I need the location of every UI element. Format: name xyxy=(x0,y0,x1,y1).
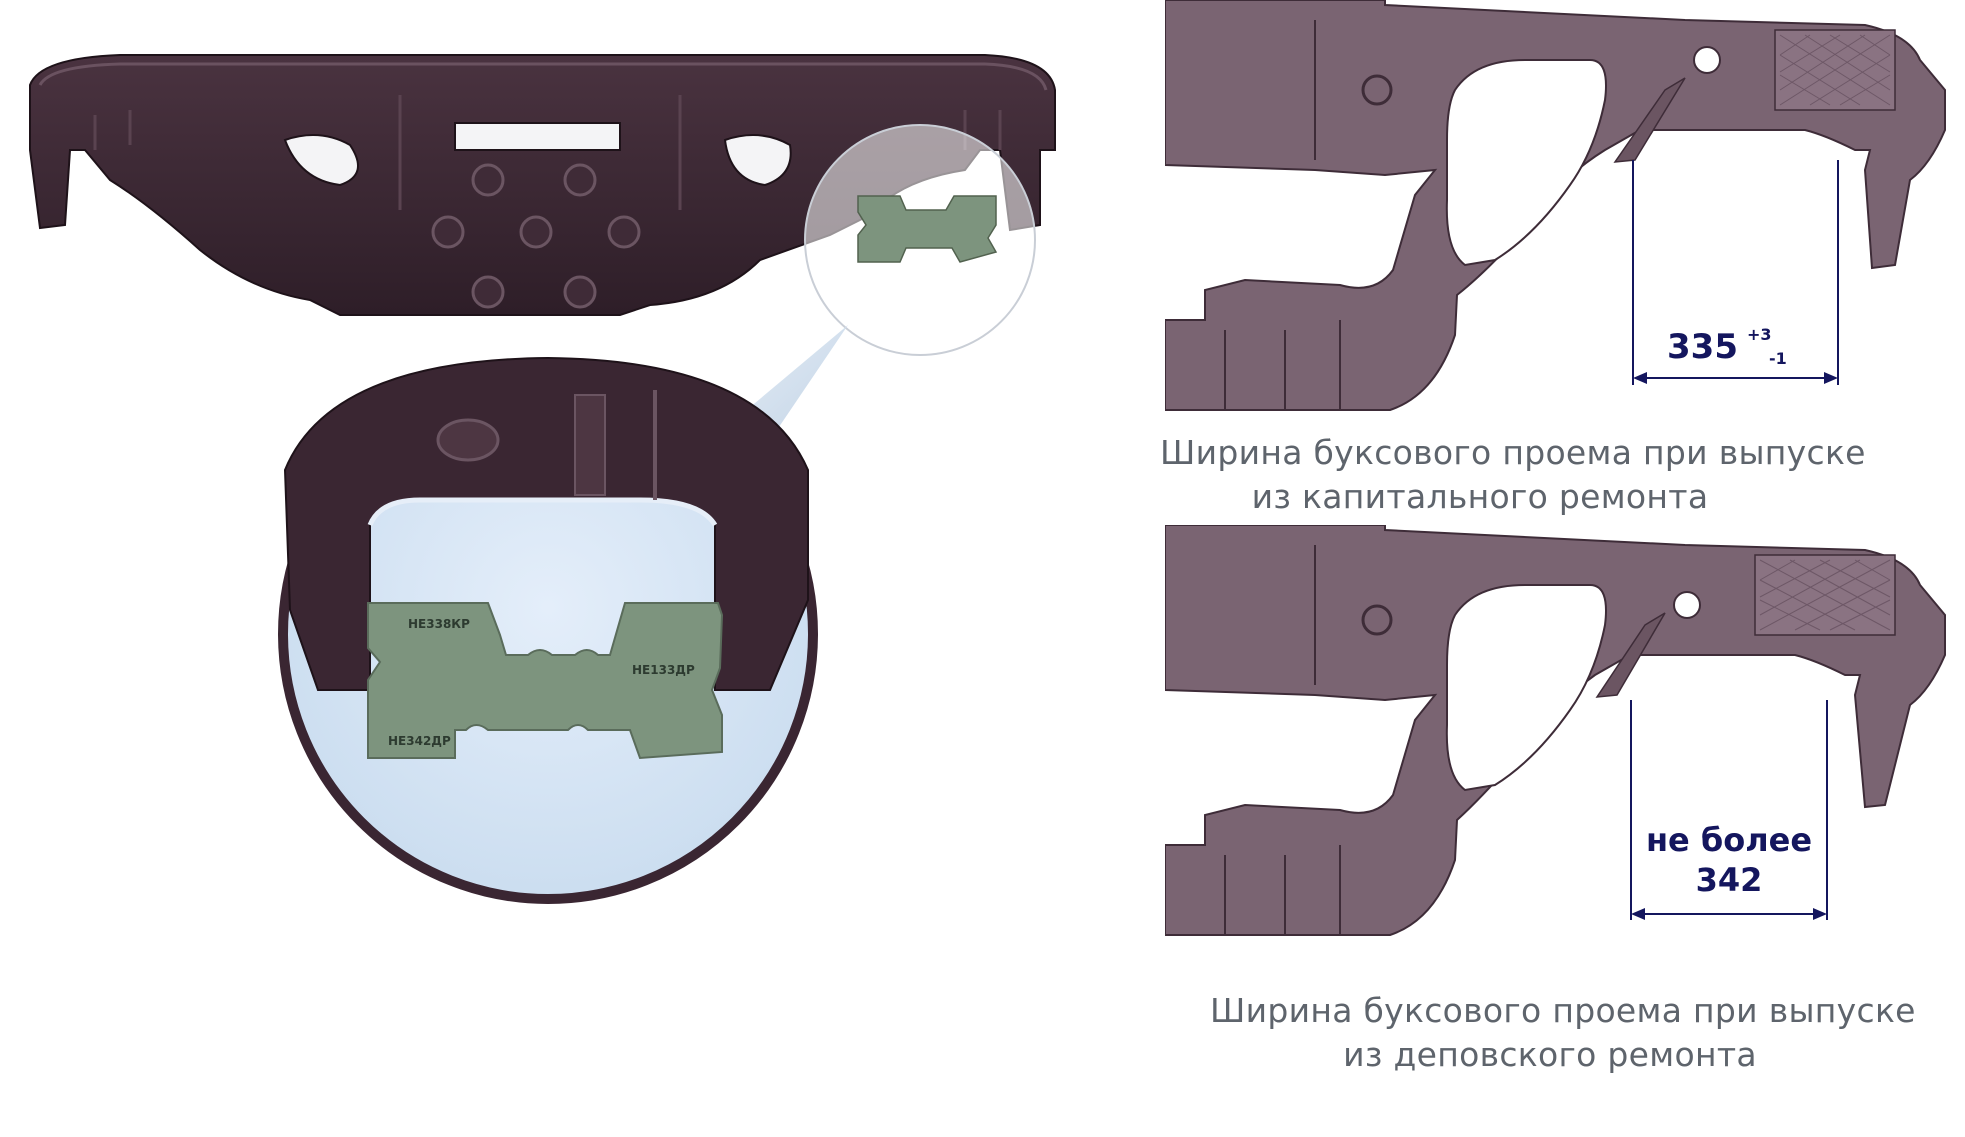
template-label-bottom-left: НЕ342ДР xyxy=(388,734,451,748)
tolerance-upper: +3 xyxy=(1747,325,1772,344)
dimension-text-depot-line1: не более xyxy=(1646,821,1812,859)
caption-depot-repair: Ширина буксового проема при выпуске из д… xyxy=(1210,989,1916,1077)
tolerance-lower: -1 xyxy=(1769,349,1787,368)
dimension-line-capital xyxy=(1632,160,1839,385)
capital-repair-diagram: 335 +3 -1 xyxy=(1165,0,1946,411)
side-frame-jaw-capital xyxy=(1165,0,1946,411)
zoom-detail-circle: НЕ338КР НЕ133ДР НЕ342ДР xyxy=(278,356,818,904)
dimension-text-depot-line2: 342 xyxy=(1696,861,1763,899)
template-large xyxy=(367,602,724,760)
caption-capital-repair: Ширина буксового проема при выпуске из к… xyxy=(1160,431,1866,519)
caption-capital-line2: из капитального ремонта xyxy=(1251,477,1709,516)
caption-capital-line1: Ширина буксового проема при выпуске xyxy=(1160,433,1866,472)
template-label-right: НЕ133ДР xyxy=(632,663,695,677)
dimension-line-depot xyxy=(1630,700,1828,920)
caption-depot-line1: Ширина буксового проема при выпуске xyxy=(1210,991,1916,1030)
side-frame-body xyxy=(29,54,1056,316)
template-mini xyxy=(857,195,998,263)
caption-depot-line2: из деповского ремонта xyxy=(1343,1035,1757,1074)
dimension-value-capital: 335 xyxy=(1667,327,1738,367)
template-label-top-left: НЕ338КР xyxy=(408,617,470,631)
side-frame-jaw-depot xyxy=(1165,525,1946,936)
depot-repair-diagram: не более 342 xyxy=(1165,525,1946,936)
